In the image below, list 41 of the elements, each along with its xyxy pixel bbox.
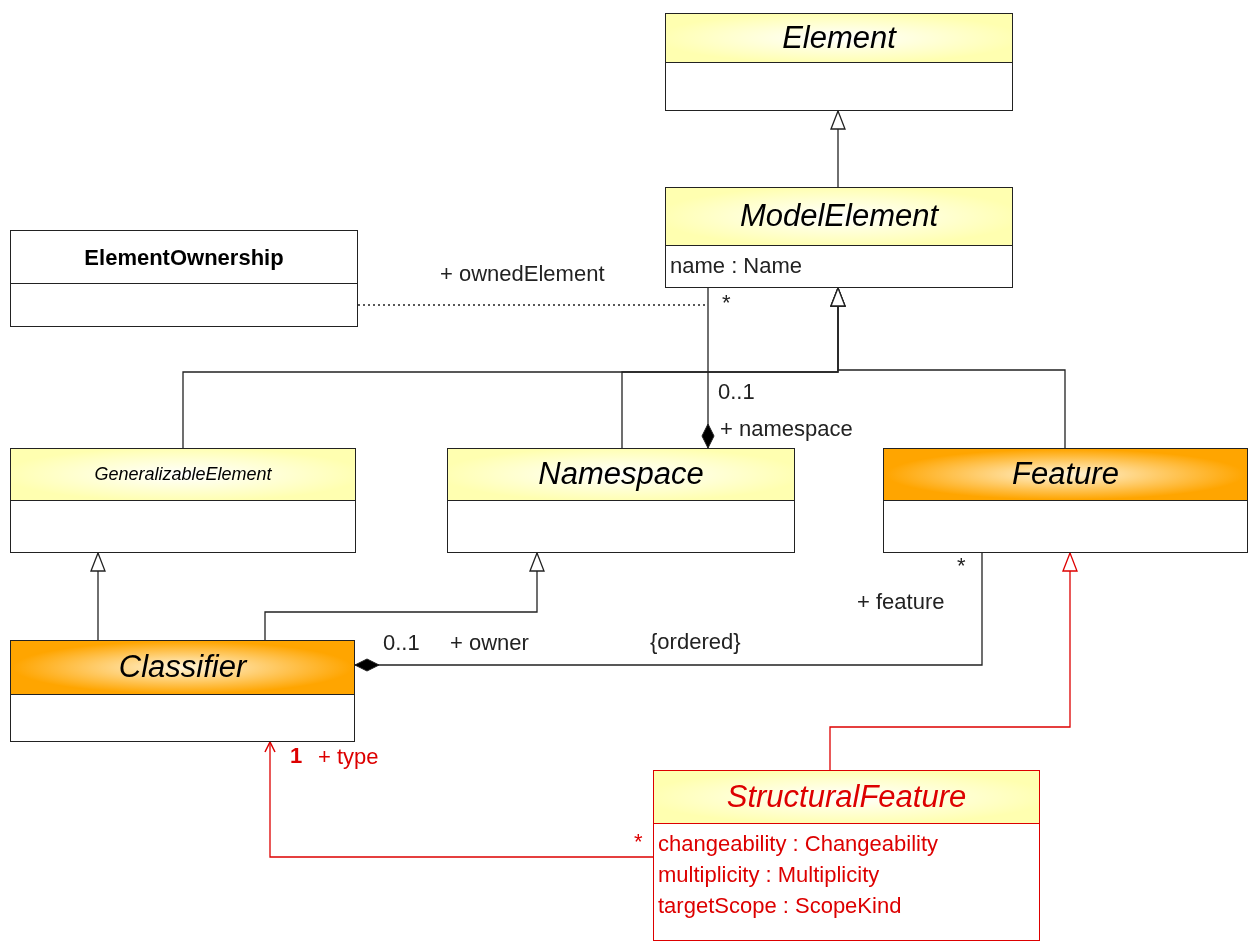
role-label: + type (318, 746, 379, 768)
class-box (653, 770, 1040, 941)
attribute-text: multiplicity : Multiplicity (658, 861, 881, 889)
connector (264, 552, 545, 641)
connector (830, 110, 846, 188)
class-box (883, 448, 1248, 553)
class-name: StructuralFeature (726, 777, 967, 816)
edge-label: {ordered} (650, 631, 741, 653)
role-label: * (634, 831, 643, 853)
role-label: * (957, 555, 966, 577)
connector (90, 552, 106, 641)
connector (830, 287, 1066, 449)
role-label: 1 (290, 745, 303, 767)
role-label: + ownedElement (440, 263, 605, 285)
class-box (665, 13, 1013, 111)
role-label: * (722, 292, 731, 314)
role-label: + namespace (720, 418, 853, 440)
class-name: Feature (1012, 455, 1119, 494)
class-box (10, 230, 358, 327)
dotted-line (357, 304, 708, 306)
connector (354, 552, 983, 672)
class-name: Classifier (118, 648, 247, 687)
connector (701, 287, 715, 449)
class-box (10, 640, 355, 742)
role-label: 0..1 (718, 381, 755, 403)
class-name: ModelElement (739, 197, 939, 236)
role-label: + feature (857, 591, 945, 613)
class-box (447, 448, 795, 553)
attribute-text: name : Name (670, 252, 804, 280)
class-name: Element (782, 18, 896, 57)
connector (829, 552, 1078, 771)
class-name: ElementOwnership (84, 243, 284, 272)
class-box (665, 187, 1013, 288)
attribute-text: changeability : Changeability (658, 830, 940, 858)
class-name: Namespace (538, 455, 704, 494)
connector (264, 741, 654, 858)
class-name: GeneralizableElement (94, 463, 272, 486)
attribute-text: targetScope : ScopeKind (658, 892, 903, 920)
role-label: 0..1 (383, 632, 420, 654)
role-label: + owner (450, 632, 529, 654)
class-box (10, 448, 356, 553)
